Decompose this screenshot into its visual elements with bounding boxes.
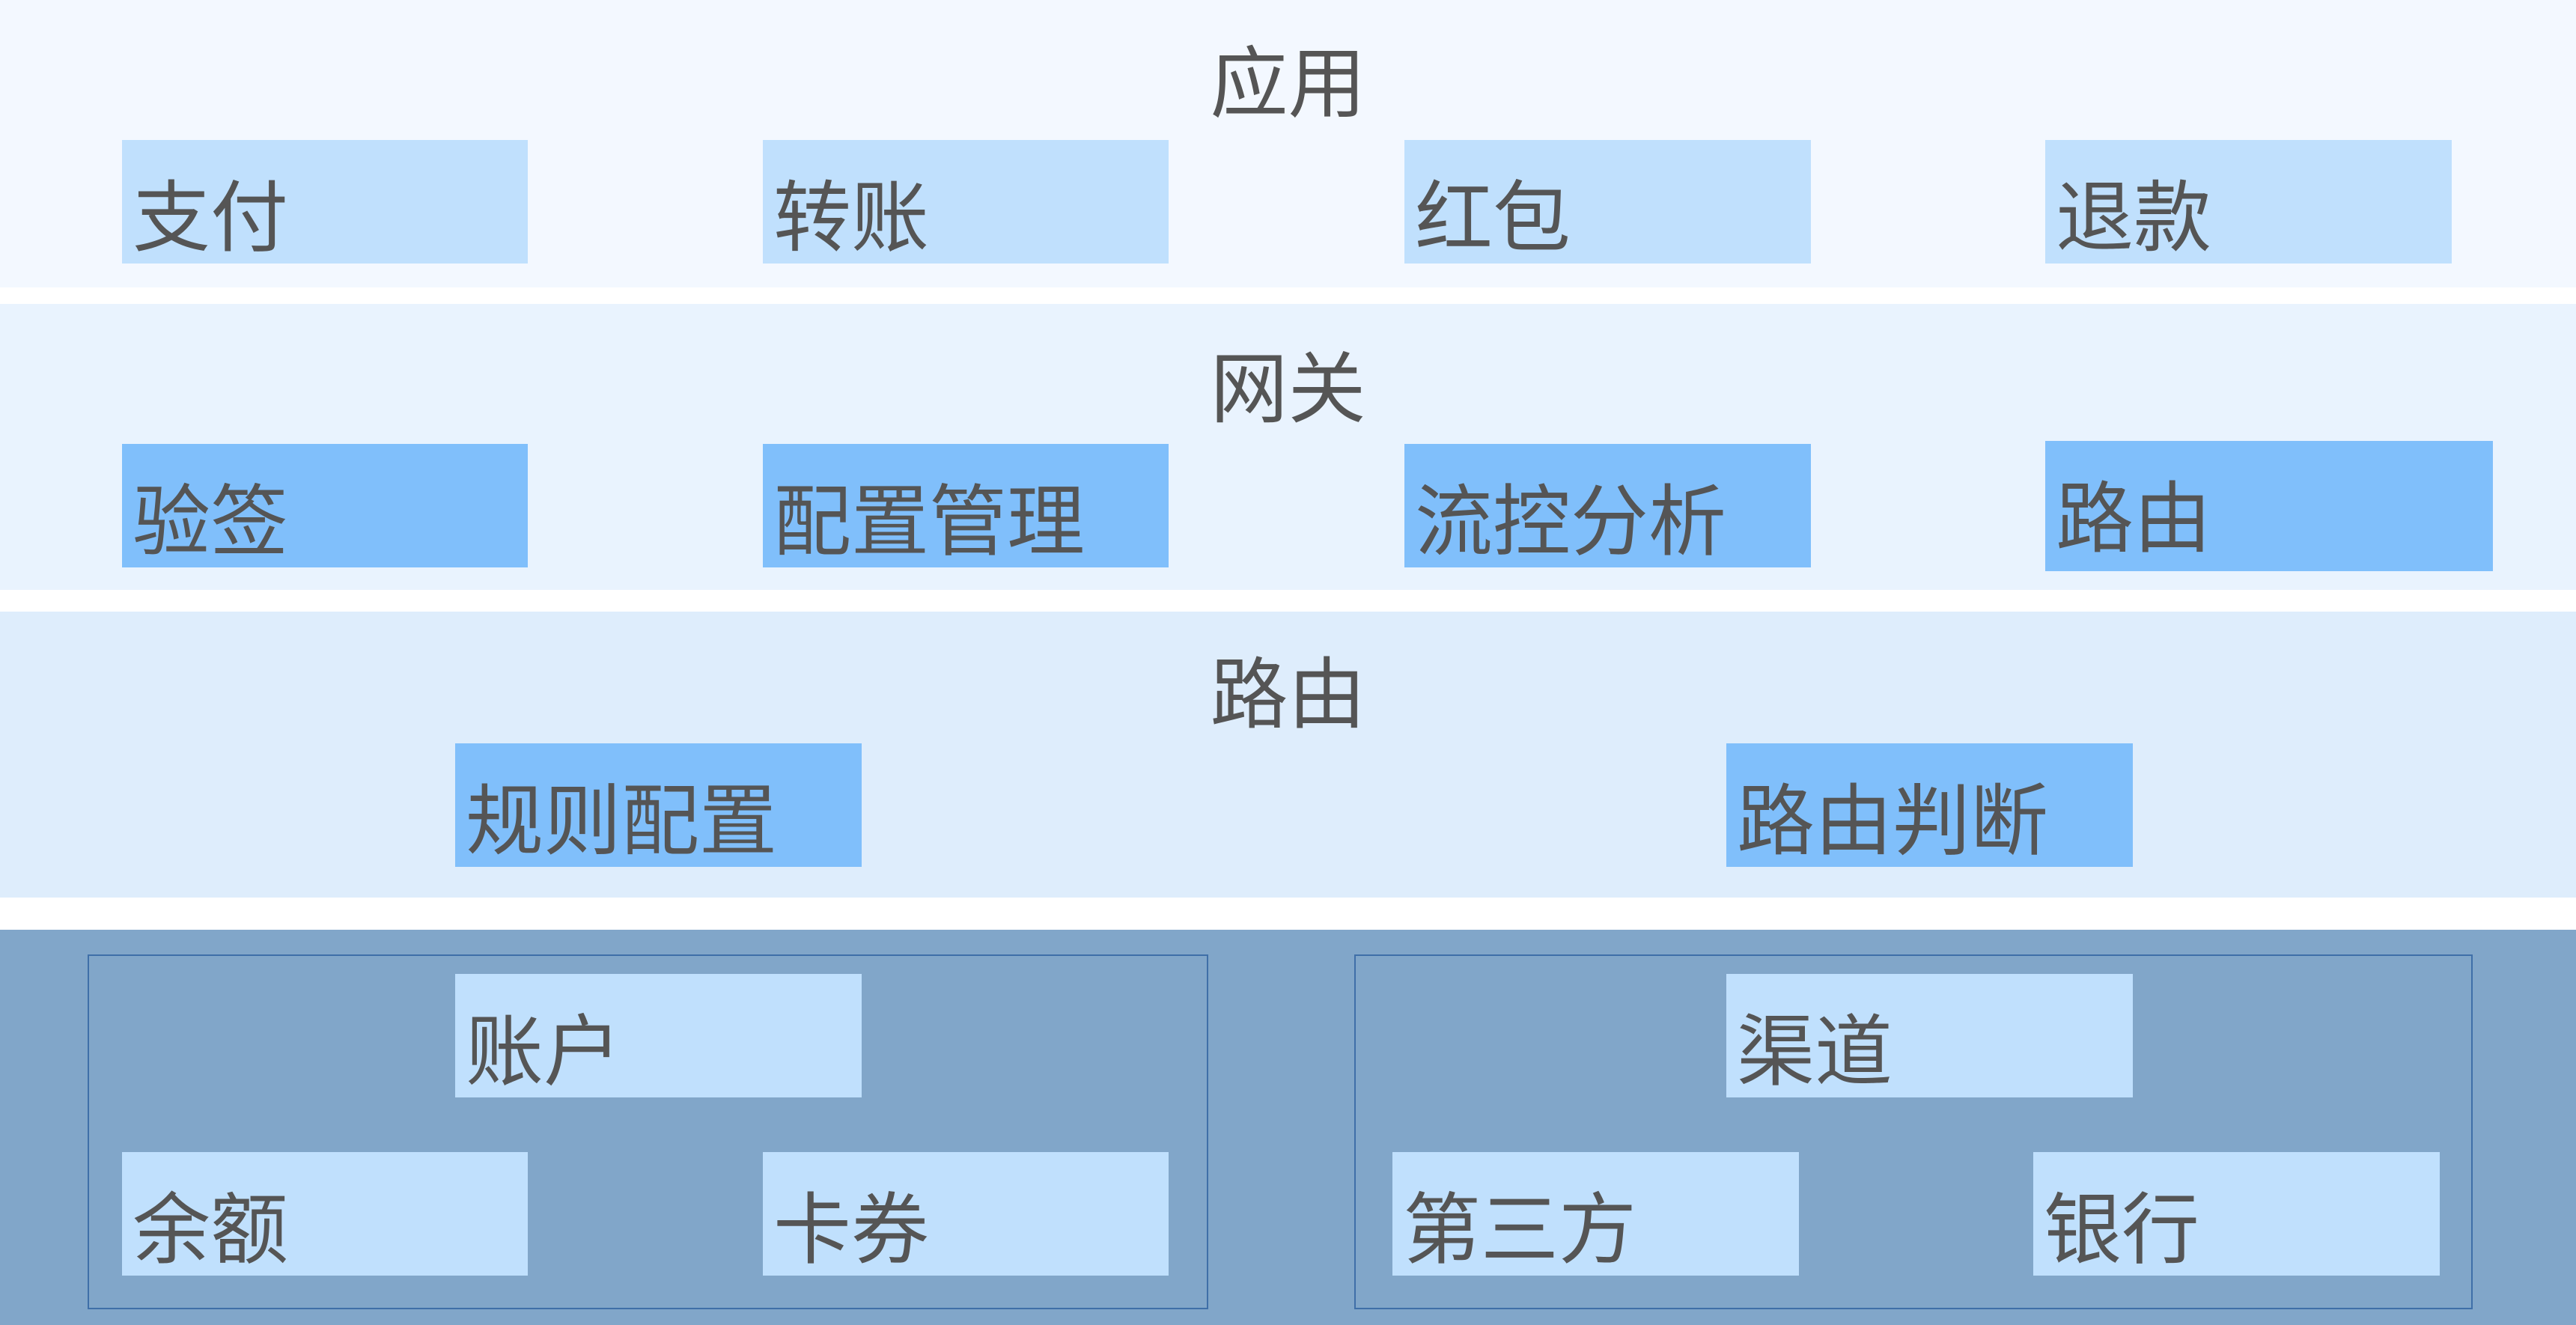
account-group xyxy=(88,954,1208,1309)
gateway-layer-title: 网关 xyxy=(1210,344,1366,435)
channel-item-third-party: 第三方 xyxy=(1392,1152,1799,1276)
gateway-item-config-management: 配置管理 xyxy=(763,444,1169,567)
app-item-transfer: 转账 xyxy=(763,140,1169,264)
route-item-rule-config: 规则配置 xyxy=(455,743,862,867)
channel-title-box: 渠道 xyxy=(1726,974,2133,1097)
gateway-item-flow-control: 流控分析 xyxy=(1404,444,1811,567)
route-layer-title: 路由 xyxy=(1210,649,1366,740)
gateway-item-signature-check: 验签 xyxy=(122,444,528,567)
account-title-box: 账户 xyxy=(455,974,862,1097)
channel-group xyxy=(1354,954,2473,1309)
app-item-red-packet: 红包 xyxy=(1404,140,1811,264)
app-item-refund: 退款 xyxy=(2045,140,2452,264)
app-item-payment: 支付 xyxy=(122,140,528,264)
gateway-item-routing: 路由 xyxy=(2045,441,2493,571)
account-item-balance: 余额 xyxy=(122,1152,528,1276)
channel-item-bank: 银行 xyxy=(2033,1152,2440,1276)
route-layer xyxy=(0,612,2576,898)
app-layer-title: 应用 xyxy=(1210,38,1366,130)
route-item-route-decision: 路由判断 xyxy=(1726,743,2133,867)
account-item-coupon: 卡券 xyxy=(763,1152,1169,1276)
